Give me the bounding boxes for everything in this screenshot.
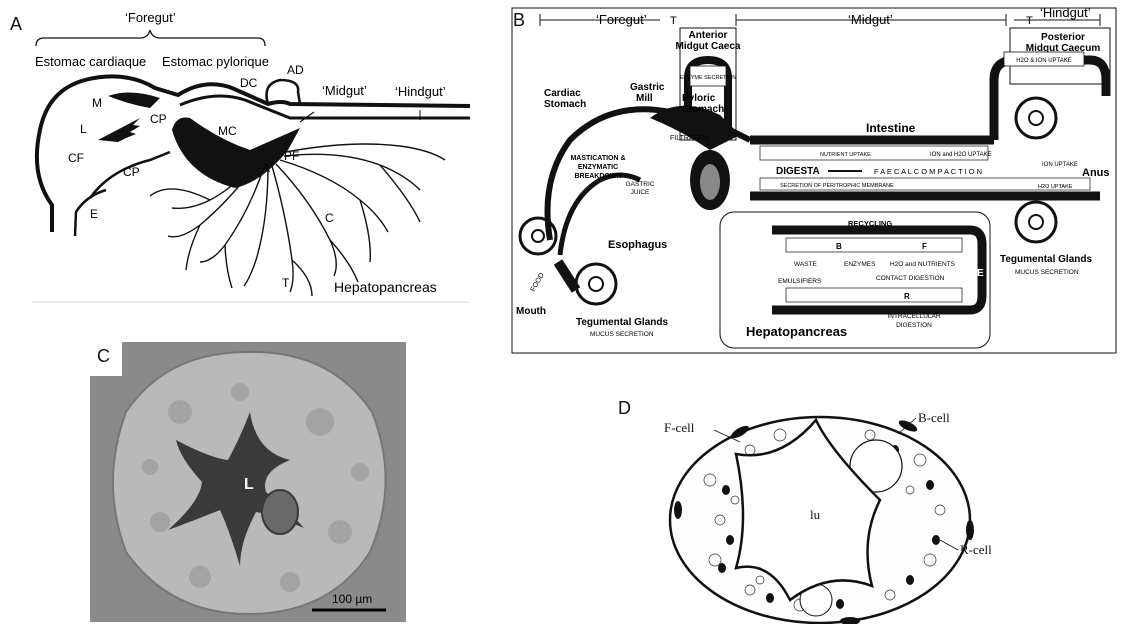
a-label-cf: CF: [68, 151, 84, 165]
c-lumen-label: L: [244, 476, 254, 494]
b-cell-r: R: [904, 292, 910, 301]
b-enzyme-secretion: ENZYME SECRETION: [680, 75, 737, 81]
b-t1: T: [670, 15, 677, 27]
b-midgut-label: ‘Midgut’: [848, 12, 893, 27]
a-foregut-label: ‘Foregut’: [125, 10, 176, 25]
b-mastication2: ENZYMATIC: [578, 164, 618, 171]
a-label-t: T: [282, 276, 290, 290]
b-foregut-label: ‘Foregut’: [596, 12, 647, 27]
b-h2o-uptake: H2O UPTAKE: [1038, 184, 1073, 190]
b-anterior-caeca: Anterior: [689, 30, 728, 41]
a-label-c: C: [325, 211, 334, 225]
b-mastication: MASTICATION &: [570, 155, 625, 162]
b-contact-digestion: CONTACT DIGESTION: [876, 275, 945, 282]
a-label-ad: AD: [287, 63, 304, 77]
b-enzymes: ENZYMES: [844, 261, 876, 268]
lateral-teeth: [98, 118, 140, 142]
b-digesta: DIGESTA: [776, 166, 820, 177]
b-mastication3: BREAKDOWN: [574, 173, 621, 180]
b-h2o-nutrients: H2O and NUTRIENTS: [890, 261, 956, 268]
b-cardiac-stomach2: Stomach: [544, 99, 586, 110]
gastric-mill-m: [108, 92, 160, 108]
b-nutrient-uptake: NUTRIENT UPTAKE: [820, 152, 871, 158]
b-pyloric-stomach2: Stomach: [682, 104, 724, 115]
a-hepatopancreas-label: Hepatopancreas: [334, 279, 437, 295]
a-label-cp2: CP: [123, 165, 140, 179]
a-label-l: L: [80, 122, 87, 136]
panel-d-letter: D: [618, 398, 631, 419]
b-ion-h2o-uptake: ION and H2O UPTAKE: [930, 152, 992, 158]
b-cell-f: F: [922, 242, 927, 251]
a-label-cp1: CP: [150, 112, 167, 126]
b-filtration: FILTRATION: [670, 135, 710, 142]
a-midgut-label: ‘Midgut’: [322, 83, 367, 98]
b-h2o-ion-uptake: H2O & ION UPTAKE: [1016, 58, 1072, 64]
b-intracellular: INTRACELLULAR: [887, 313, 940, 320]
b-ion-uptake: ION UPTAKE: [1042, 162, 1078, 168]
a-hindgut-label: ‘Hindgut’: [395, 84, 446, 99]
foregut-bracket: [36, 30, 265, 46]
b-emulsifiers: EMULSIFIERS: [778, 278, 822, 285]
b-cardiac-stomach: Cardiac: [544, 88, 581, 99]
d-b-cell-label: B-cell: [918, 410, 950, 426]
b-mucus-right: MUCUS SECRETION: [1015, 269, 1079, 276]
b-t2: T: [1026, 15, 1033, 27]
b-hepatopancreas: Hepatopancreas: [746, 324, 847, 339]
b-gastric-juice: GASTRIC: [626, 181, 655, 188]
b-mouth: Mouth: [516, 306, 546, 317]
b-recycling: RECYCLING: [848, 219, 892, 228]
d-lumen-label: lu: [810, 507, 820, 523]
d-f-cell-label: F-cell: [664, 420, 694, 436]
b-gland-mouth-bottom: [576, 264, 616, 304]
b-faecal: F A E C A L C O M P A C T I O N: [874, 167, 982, 176]
b-teg-glands-right: Tegumental Glands: [1000, 254, 1092, 265]
b-gastric-juice2: JUICE: [631, 189, 650, 196]
b-anus: Anus: [1082, 167, 1110, 179]
b-mucus-left: MUCUS SECRETION: [590, 331, 654, 338]
panel-a-diagram: ‘Foregut’ Estomac cardiaque Estomac pylo…: [0, 0, 480, 320]
b-gastric-mill2: Mill: [636, 93, 653, 104]
panel-d-diagram: [640, 390, 1020, 624]
b-gland-anus-bottom: [1016, 202, 1056, 242]
a-label-mc: MC: [218, 124, 237, 138]
c-scale-bar-label: 100 µm: [332, 592, 372, 606]
b-teg-glands-left: Tegumental Glands: [576, 317, 668, 328]
a-estomac-pylorique: Estomac pylorique: [162, 54, 269, 69]
a-label-e: E: [90, 207, 98, 221]
b-posterior-caecum: Posterior: [1041, 32, 1085, 43]
b-pyloric-stomach: Pyloric: [682, 93, 716, 104]
b-intestine: Intestine: [866, 121, 916, 135]
d-r-cell-label: R-cell: [960, 542, 992, 558]
b-esophagus: Esophagus: [608, 239, 667, 251]
a-label-m: M: [92, 96, 102, 110]
b-gland-anus-top: [1016, 98, 1056, 138]
a-label-dc: DC: [240, 76, 258, 90]
b-anterior-caeca2: Midgut Caeca: [675, 41, 740, 52]
b-cell-b: B: [836, 242, 842, 251]
b-gastric-mill: Gastric: [630, 82, 665, 93]
panel-c-letter: C: [97, 346, 110, 367]
b-food: FOOD: [530, 272, 546, 293]
b-intracellular2: DIGESTION: [896, 322, 932, 329]
b-waste: WASTE: [794, 261, 818, 268]
b-hindgut-label: ‘Hindgut’: [1040, 5, 1091, 20]
b-cell-e: E: [977, 268, 984, 279]
b-peritrophic: SECRETION OF PERITROPHIC MEMBRANE: [780, 183, 894, 189]
panel-b-diagram: ‘Foregut’ T ‘Midgut’ T ‘Hindgut’ Anterio…: [510, 0, 1121, 360]
a-estomac-cardiaque: Estomac cardiaque: [35, 54, 146, 69]
